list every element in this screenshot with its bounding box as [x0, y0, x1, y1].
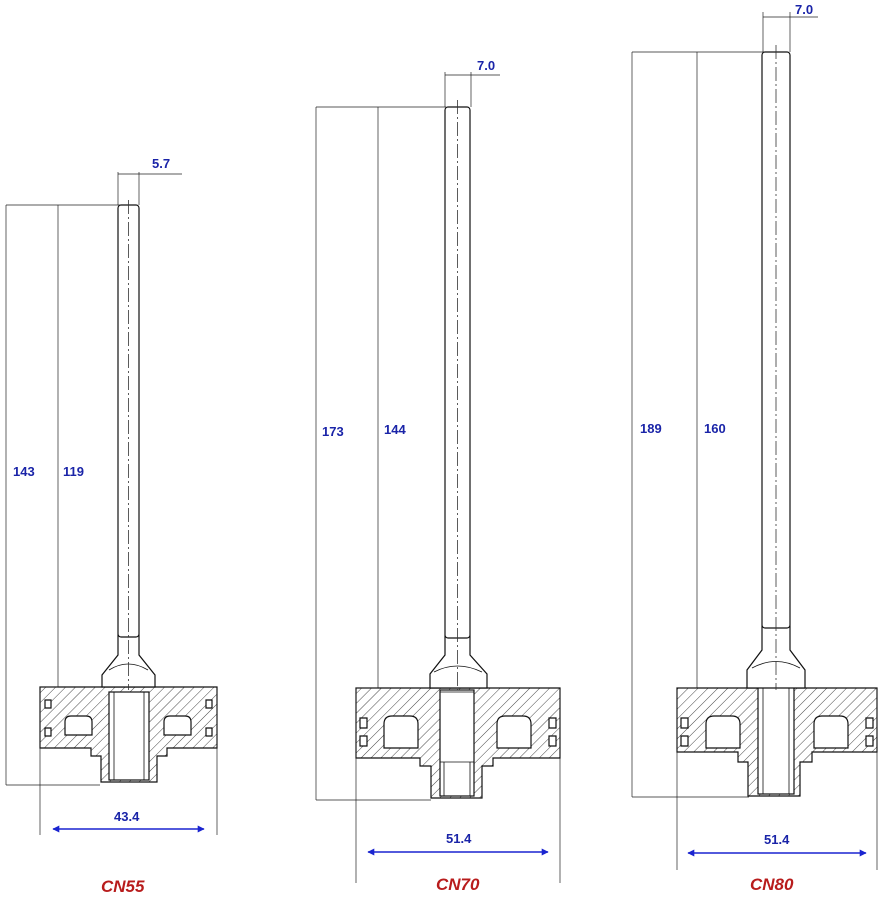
cn80-part	[676, 45, 878, 797]
figure-cn70: 173 144 7.0 51.4 CN70	[315, 58, 561, 894]
cn55-part	[39, 200, 218, 783]
cn80-stem-diameter: 7.0	[795, 2, 813, 17]
cn70-stem-height: 144	[384, 422, 406, 437]
cn70-stem-diameter: 7.0	[477, 58, 495, 73]
cn55-stem-height: 119	[63, 464, 84, 479]
cn80-base-width: 51.4	[764, 832, 790, 847]
cn80-dimensions	[631, 12, 878, 870]
cn70-total-height: 173	[322, 424, 344, 439]
cn70-base-width: 51.4	[446, 831, 472, 846]
cn80-stem-height: 160	[704, 421, 726, 436]
cn55-dimensions	[5, 172, 218, 835]
figure-cn80: 189 160 7.0 51.4 CN80	[631, 2, 878, 894]
figure-cn55: 143 119 5.7 43.4 CN55	[5, 156, 218, 896]
cn55-total-height: 143	[13, 464, 35, 479]
cn70-title: CN70	[436, 875, 480, 894]
cn55-stem-diameter: 5.7	[152, 156, 170, 171]
cn80-title: CN80	[750, 875, 794, 894]
cn55-title: CN55	[101, 877, 145, 896]
cn70-dimensions	[315, 72, 561, 883]
cn70-part	[355, 100, 561, 799]
cn80-total-height: 189	[640, 421, 662, 436]
cn55-base-width: 43.4	[114, 809, 140, 824]
